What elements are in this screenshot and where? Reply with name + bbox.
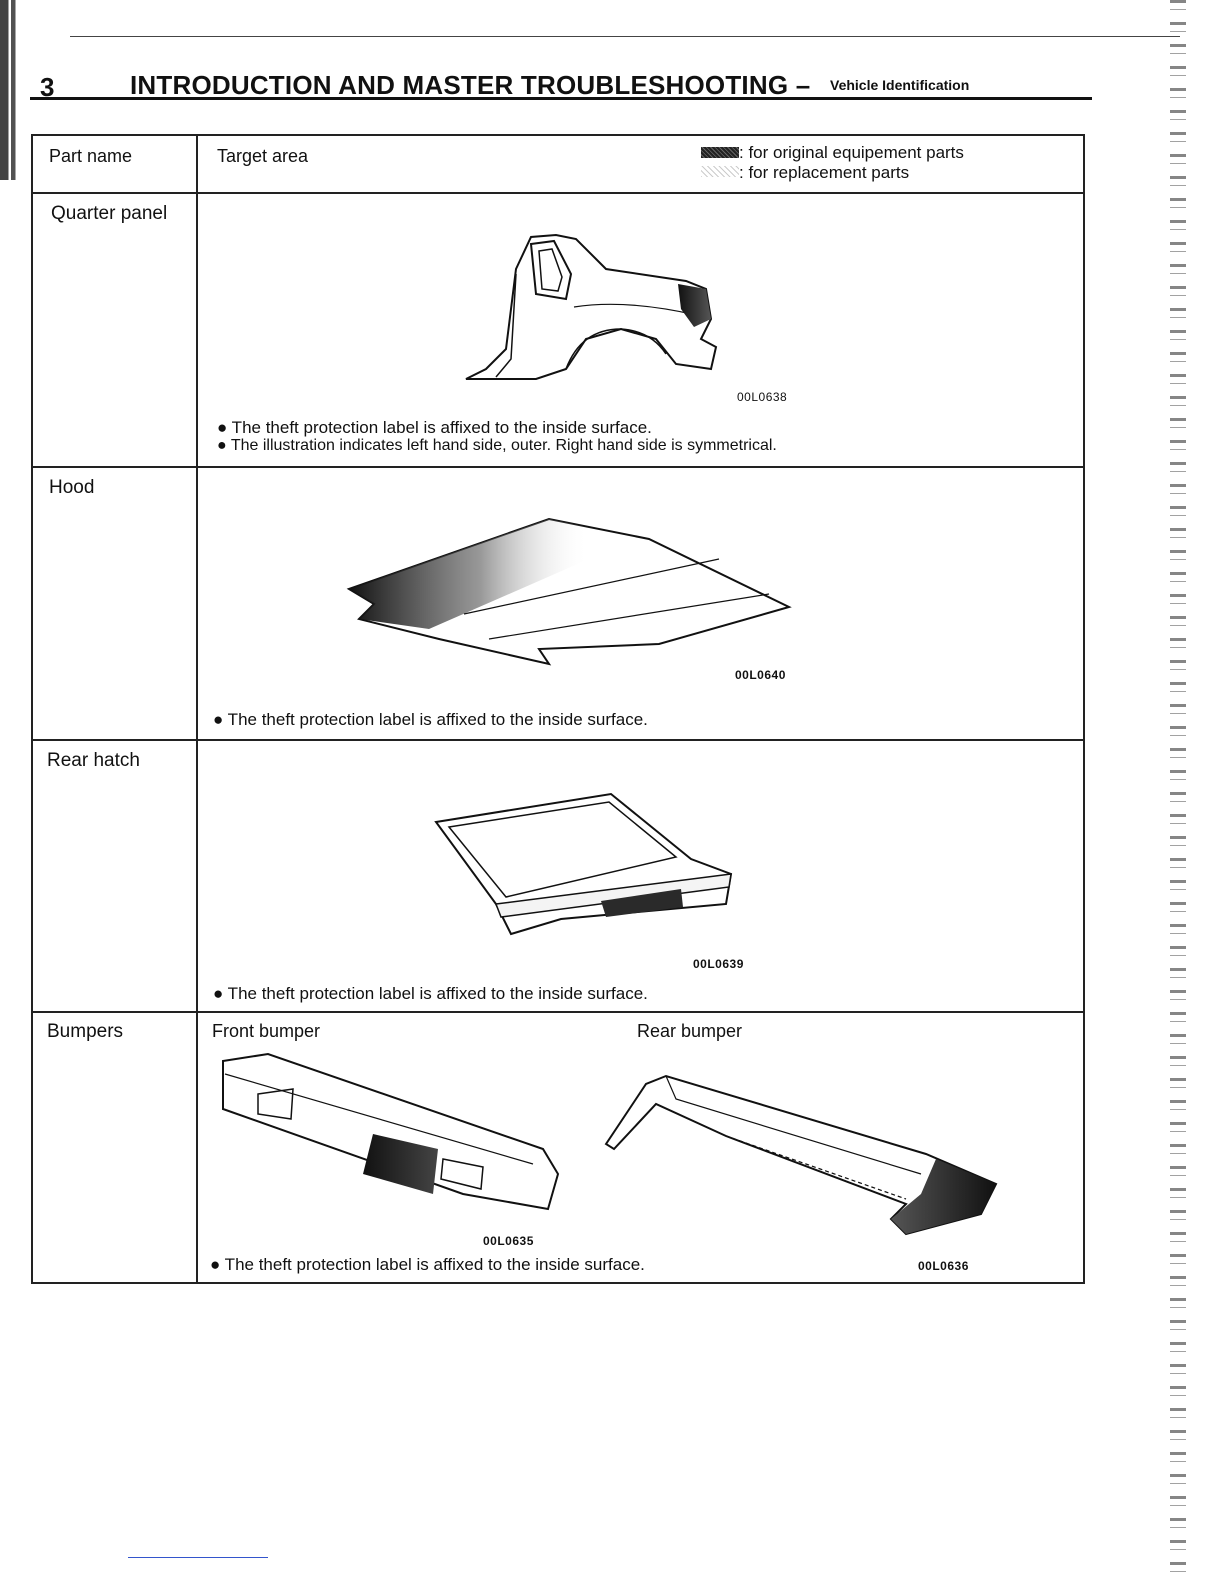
column-divider <box>196 134 198 1284</box>
part-name-bumpers: Bumpers <box>47 1021 124 1042</box>
note-hood: ● The theft protection label is affixed … <box>213 710 648 729</box>
note-quarter-panel-2: ● The illustration indicates left hand s… <box>217 437 777 454</box>
note-bumpers: ● The theft protection label is affixed … <box>210 1255 645 1274</box>
page-title: INTRODUCTION AND MASTER TROUBLESHOOTING … <box>130 70 810 101</box>
legend-swatch-original <box>701 147 739 158</box>
title-separator: – <box>795 70 811 100</box>
row-divider-1 <box>31 466 1085 468</box>
top-rule <box>70 36 1180 37</box>
note-rear-hatch: ● The theft protection label is affixed … <box>213 984 648 1003</box>
page-title-text: INTRODUCTION AND MASTER TROUBLESHOOTING <box>130 70 789 100</box>
table-border-top <box>31 134 1085 136</box>
front-bumper-illustration <box>222 1052 560 1211</box>
legend-swatch-replacement <box>701 166 739 177</box>
rear-bumper-illustration <box>604 1074 998 1236</box>
part-name-quarter-panel: Quarter panel <box>51 203 168 224</box>
rear-hatch-illustration <box>434 792 733 936</box>
table-border-left <box>31 134 33 1284</box>
row-divider-2 <box>31 739 1085 741</box>
figure-code-hood: 00L0640 <box>735 668 786 682</box>
row-divider-3 <box>31 1011 1085 1013</box>
part-name-rear-hatch: Rear hatch <box>47 750 140 771</box>
scan-edge-right <box>1170 0 1186 1584</box>
legend-original: : for original equipement parts <box>739 143 964 162</box>
figure-code-rear-bumper: 00L0636 <box>918 1259 969 1273</box>
col-header-part-name: Part name <box>49 146 133 166</box>
table-header-rule <box>31 192 1085 194</box>
page-subtitle: Vehicle Identification <box>830 77 970 93</box>
figure-code-rear-hatch: 00L0639 <box>693 957 744 971</box>
label-front-bumper: Front bumper <box>212 1021 321 1041</box>
bottom-underline <box>128 1557 268 1558</box>
scan-edge-left <box>0 0 28 180</box>
figure-code-quarter-panel: 00L0638 <box>737 390 788 404</box>
label-rear-bumper: Rear bumper <box>637 1021 743 1041</box>
legend-replacement: : for replacement parts <box>739 163 910 182</box>
col-header-target-area: Target area <box>217 146 309 166</box>
page-number: 3 <box>40 72 55 102</box>
figure-code-front-bumper: 00L0635 <box>483 1234 534 1248</box>
parts-table: Part name Target area : for original equ… <box>31 134 1085 1284</box>
page-header: 3 INTRODUCTION AND MASTER TROUBLESHOOTIN… <box>30 66 1090 106</box>
quarter-panel-illustration <box>465 233 718 380</box>
table-border-bottom <box>31 1282 1085 1284</box>
note-quarter-panel-1: ● The theft protection label is affixed … <box>217 418 652 437</box>
header-rule <box>30 97 1092 100</box>
hood-illustration <box>346 517 792 666</box>
table-border-right <box>1083 134 1085 1284</box>
part-name-hood: Hood <box>49 477 95 498</box>
